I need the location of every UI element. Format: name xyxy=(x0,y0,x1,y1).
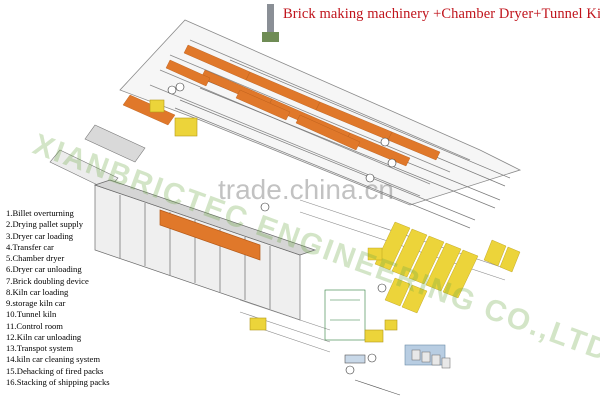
legend-item: 1.Billet overturning xyxy=(6,208,74,218)
diagram-title: Brick making machinery +Chamber Dryer+Tu… xyxy=(283,6,600,22)
chimney xyxy=(262,4,279,42)
legend-item: 12.Kiln car unloading xyxy=(6,331,82,342)
legend-item: 8.Kiln car loading xyxy=(6,286,69,297)
legend-item: 13.Transpot system xyxy=(6,343,74,353)
legend-item: 14.kiln car cleaning system xyxy=(6,354,101,365)
chamber-dryer-building xyxy=(93,179,317,321)
process-markers xyxy=(167,82,397,375)
legend-item: 2.Drying pallet supply xyxy=(6,219,84,230)
legend-item: 6.Dryer car unloading xyxy=(6,264,82,275)
legend-item: 7.Brick doubling device xyxy=(6,275,89,286)
legend-item: 10.Tunnel kiln xyxy=(6,309,57,320)
shipping-packs xyxy=(411,349,451,369)
legend-item: 3.Dryer car loading xyxy=(6,230,74,241)
kiln-car-brick-rows xyxy=(122,44,441,167)
legend-item: 16.Stacking of shipping packs xyxy=(6,376,110,387)
legend-item: 11.Control room xyxy=(6,320,63,331)
process-legend: 1.Billet overturning 2.Drying pallet sup… xyxy=(6,208,110,388)
pallet-stacks xyxy=(367,221,521,314)
legend-item: 5.Chamber dryer xyxy=(6,253,65,263)
legend-item: 4.Transfer car xyxy=(6,241,54,252)
legend-item: 9.storage kiln car xyxy=(6,298,66,308)
legend-item: 15.Dehacking of fired packs xyxy=(6,365,104,376)
site-watermark: trade.china.cn xyxy=(218,174,394,205)
